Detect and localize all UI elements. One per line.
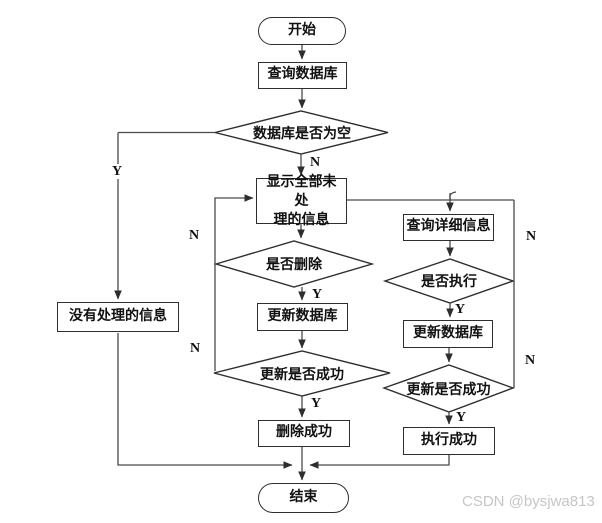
- node-delete-check-label: 是否删除: [266, 258, 322, 273]
- node-display-unprocessed-line2: 理的信息: [273, 212, 330, 228]
- label-update-left-no: N: [190, 341, 201, 356]
- edge-detail-arrow-curl: [449, 191, 457, 201]
- node-query-database-label: 查询数据库: [267, 67, 338, 83]
- node-query-database: 查询数据库: [258, 62, 347, 89]
- label-db-empty-yes: Y: [110, 164, 125, 179]
- execute-check-diamond: [382, 258, 516, 304]
- node-delete-success-label: 删除成功: [276, 425, 332, 441]
- edge-execute-success-to-end: [309, 455, 450, 469]
- label-update-right-yes: Y: [456, 410, 467, 425]
- node-start-label: 开始: [288, 22, 316, 38]
- delete-check-diamond: [213, 240, 375, 288]
- label-execute-yes: Y: [455, 302, 466, 317]
- edge-no-processed-to-end: [117, 333, 293, 469]
- node-no-processed-info-label: 没有处理的信息: [69, 308, 167, 324]
- update-success-right-diamond: [381, 364, 516, 413]
- label-delete-yes: Y: [312, 287, 323, 302]
- label-delete-no: N: [189, 228, 200, 243]
- label-update-left-yes: Y: [311, 396, 322, 411]
- watermark-text: CSDN @bysjwa813: [462, 493, 595, 510]
- db-empty-diamond: [214, 110, 389, 155]
- node-update-db-left-label: 更新数据库: [267, 308, 338, 324]
- node-start: 开始: [258, 17, 346, 45]
- node-end-label: 结束: [289, 489, 318, 505]
- node-query-detail-label: 查询详细信息: [406, 219, 491, 235]
- node-end: 结束: [258, 483, 349, 513]
- update-success-left-diamond: [213, 350, 391, 397]
- node-db-empty-check-label: 数据库是否为空: [253, 126, 351, 142]
- node-update-success-right-label: 更新是否成功: [406, 382, 491, 398]
- node-no-processed-info: 没有处理的信息: [57, 302, 179, 332]
- node-execute-check-label: 是否执行: [421, 275, 477, 290]
- node-update-db-left: 更新数据库: [257, 303, 348, 331]
- node-update-db-right: 更新数据库: [403, 320, 493, 348]
- node-query-detail: 查询详细信息: [403, 214, 494, 241]
- node-execute-success: 执行成功: [403, 427, 495, 455]
- node-display-unprocessed-line1: 显示全部未处: [266, 174, 337, 209]
- label-execute-no: N: [526, 229, 537, 244]
- node-display-unprocessed: 显示全部未处 理的信息: [256, 175, 347, 228]
- edge-left-n-loop: [214, 194, 254, 371]
- node-update-db-right-label: 更新数据库: [413, 325, 483, 341]
- node-execute-success-label: 执行成功: [421, 432, 477, 448]
- label-update-right-no: N: [525, 353, 536, 368]
- label-db-empty-no: N: [310, 155, 321, 170]
- node-delete-success: 删除成功: [258, 420, 350, 447]
- node-update-success-left-label: 更新是否成功: [260, 367, 344, 383]
